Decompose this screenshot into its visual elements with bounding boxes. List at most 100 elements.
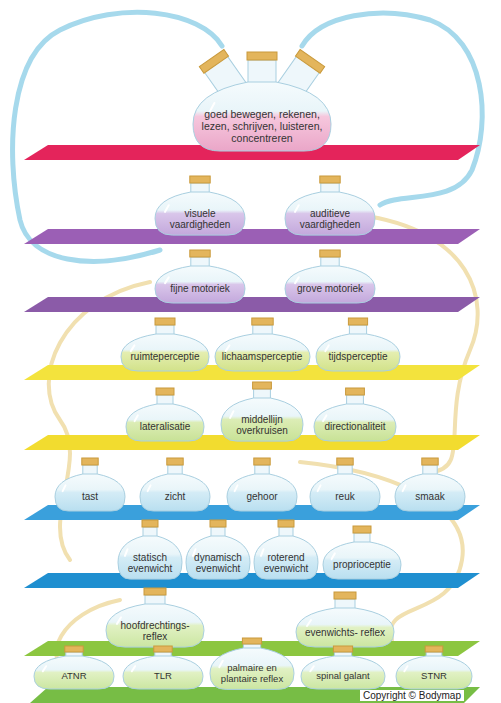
flask-body [310, 474, 380, 511]
flask-label: statisch evenwicht [124, 552, 176, 575]
flask-shine [117, 617, 121, 624]
flask-label: smaak [401, 491, 459, 503]
flask-cork [144, 588, 166, 595]
flask-body [221, 398, 303, 441]
flask-label-box: zicht [146, 491, 204, 503]
flask-label-box: dynamisch evenwicht [192, 552, 244, 575]
flask-node: auditieve vaardigheden [284, 176, 376, 236]
flask-body [296, 608, 394, 647]
flask-label: roterend evenwicht [260, 552, 312, 575]
flask-label-box: hoofdrechtings- reflex [112, 620, 198, 643]
shelf [24, 229, 480, 244]
flask-label: middellijn overkruisen [227, 414, 297, 437]
flask-body [285, 266, 375, 303]
flask-cork [242, 638, 261, 644]
flask-cork [155, 318, 175, 325]
flask-body [126, 404, 204, 441]
flask-shape [295, 592, 395, 648]
flask-node: lichaamsperceptie [214, 318, 311, 372]
flask-label-box: reuk [316, 491, 374, 503]
flask-node: roterend evenwicht [253, 520, 319, 580]
flask-label: proprioceptie [329, 559, 395, 571]
flask-label-box: proprioceptie [329, 559, 395, 571]
flask-cork [156, 388, 174, 395]
flask-node: middellijn overkruisen [220, 382, 304, 442]
flask-label-box: statisch evenwicht [124, 552, 176, 575]
flask-body [254, 536, 318, 579]
flask-label-box: grove motoriek [291, 283, 369, 295]
flask-node: hoofdrechtings- reflex [105, 588, 205, 648]
flask-shine [318, 485, 321, 491]
flask-cork [154, 646, 172, 652]
flask-label-box: auditieve vaardigheden [291, 208, 369, 231]
flask-label: lateralisatie [132, 421, 198, 433]
flask-shine [403, 485, 406, 491]
flask-body [193, 82, 331, 151]
flask-label: goed bewegen, rekenen, lezen, schrijven,… [199, 108, 325, 144]
flask-label: directionaliteit [320, 421, 390, 433]
flask-label: ATNR [40, 671, 108, 682]
flask-shine [225, 345, 229, 351]
flask-cork [190, 176, 210, 183]
flask-cork [253, 382, 272, 389]
flask-body [301, 656, 385, 689]
flask-shape [54, 458, 126, 512]
flask-label: palmaire en plantaire reflex [216, 663, 288, 685]
flask-label-box: goed bewegen, rekenen, lezen, schrijven,… [199, 108, 325, 144]
flask-cork [320, 250, 340, 257]
flask-body [140, 474, 210, 511]
flask-node: palmaire en plantaire reflex [209, 638, 295, 690]
flask-shine [295, 277, 299, 283]
flask-body [121, 334, 209, 371]
flask-shine [332, 553, 335, 559]
flask-body [186, 536, 250, 579]
flask-label-box: TLR [129, 671, 197, 682]
flask-body [210, 648, 294, 689]
flask-cork [422, 458, 438, 465]
flask-label-box: tast [61, 491, 119, 503]
flask-label: TLR [129, 671, 197, 682]
flask-cork [167, 458, 183, 465]
flask-label-box: smaak [401, 491, 459, 503]
flask-node: proprioceptie [322, 526, 402, 580]
flask-body [316, 334, 400, 371]
flask-body [155, 266, 245, 303]
flask-shine [295, 205, 299, 212]
flask-label-box: lichaamsperceptie [221, 351, 304, 363]
flask-label-box: directionaliteit [320, 421, 390, 433]
flask-body [227, 474, 297, 511]
flask-shape [226, 458, 298, 512]
shelves [24, 145, 480, 703]
flask-body [396, 656, 472, 689]
flask-node: TLR [122, 646, 204, 690]
flask-label: tijdsperceptie [322, 351, 394, 363]
flask-label-box: palmaire en plantaire reflex [216, 663, 288, 685]
flask-shine [307, 620, 311, 626]
flask-body [123, 656, 203, 689]
flask-label-box: fijne motoriek [161, 283, 239, 295]
flask-label-box: roterend evenwicht [260, 552, 312, 575]
flask-node: zicht [139, 458, 211, 512]
flask-shape [315, 318, 401, 372]
flask-cork [210, 520, 226, 527]
flask-body [118, 536, 182, 579]
flask-shine [404, 666, 407, 671]
flask-shine [165, 277, 169, 283]
flask-shape [122, 646, 204, 690]
flask-shine [43, 666, 46, 671]
flask-node: directionaliteit [313, 388, 397, 442]
flask-node: visuele vaardigheden [154, 176, 246, 236]
flask-shine [135, 415, 138, 421]
flask-node: STNR [395, 646, 473, 690]
flask-shape [139, 458, 211, 512]
glass-tube [302, 13, 482, 205]
flask-shine [132, 666, 135, 671]
flask-cork [190, 250, 210, 257]
flask-shape [154, 250, 246, 304]
flask-shape [322, 526, 402, 580]
flask-node: spinal galant [300, 646, 386, 690]
flask-node: smaak [394, 458, 466, 512]
flask-label-box: ATNR [40, 671, 108, 682]
flask-label: hoofdrechtings- reflex [112, 620, 198, 643]
flask-node: evenwichts- reflex [295, 592, 395, 648]
